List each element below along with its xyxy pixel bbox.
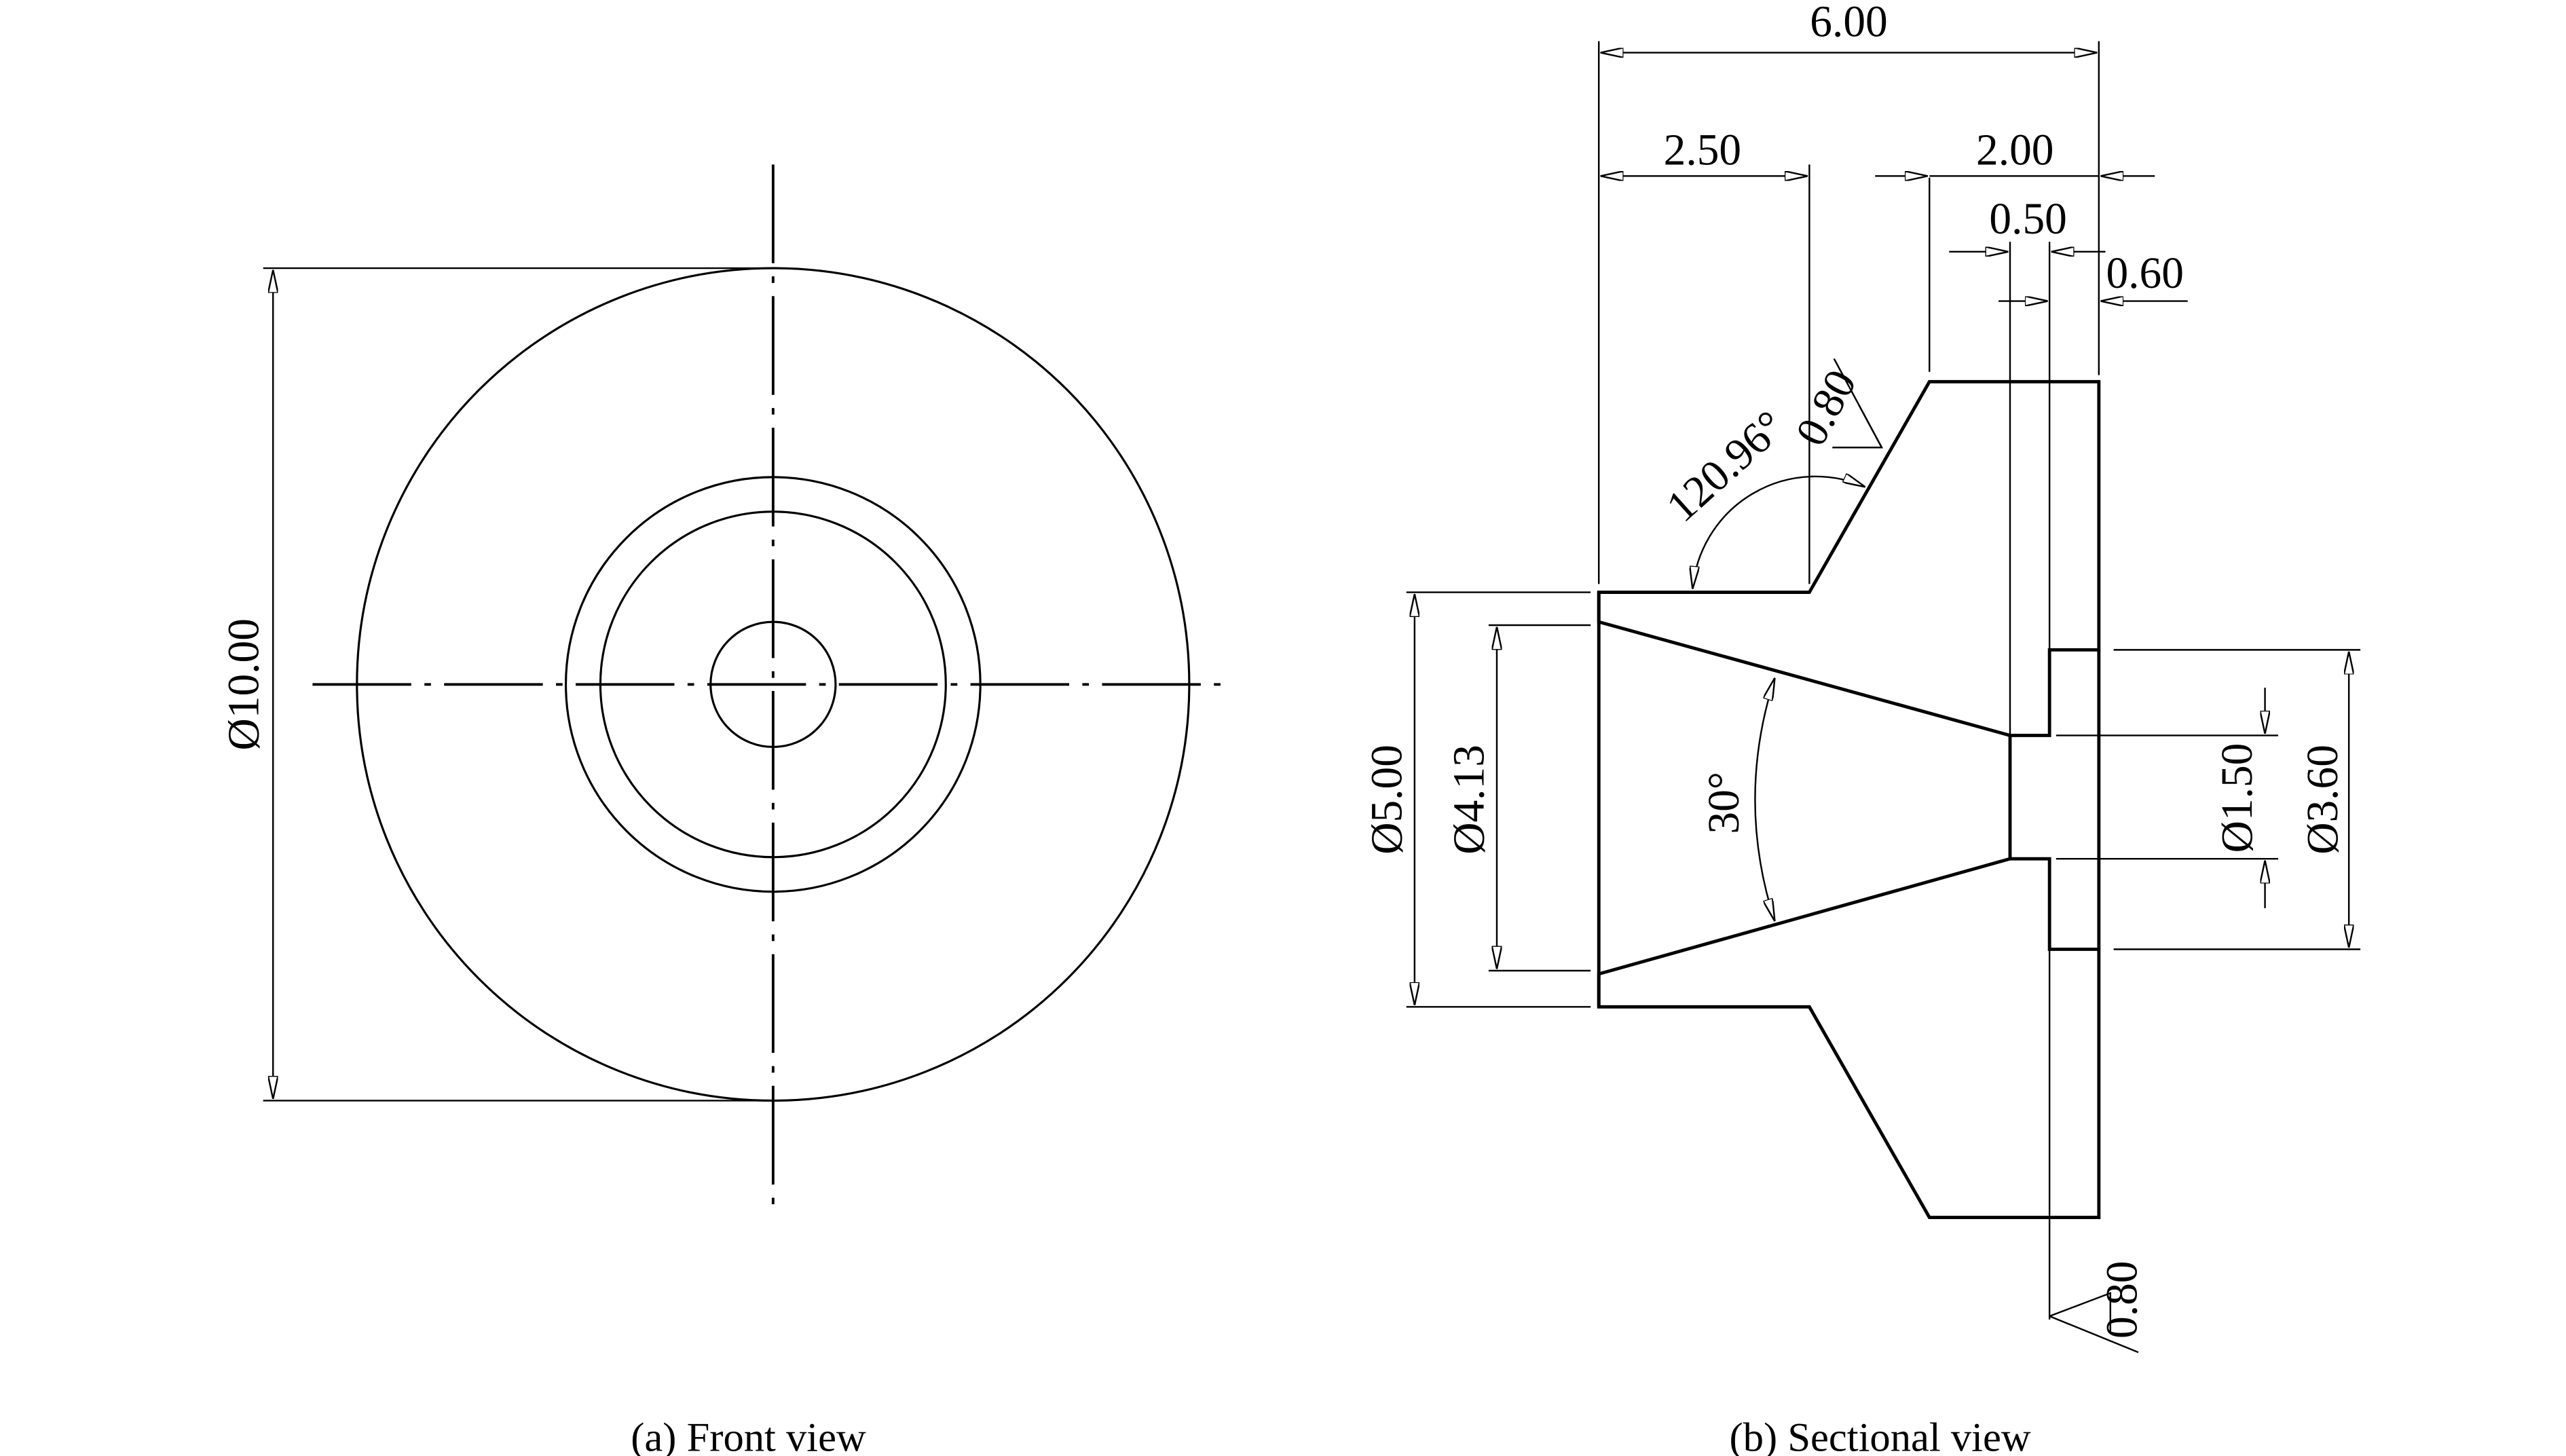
- dim-head-length: 2.00: [1976, 126, 2053, 174]
- roughness-top: 0.80: [1787, 362, 1866, 453]
- caption-front-view: (a) Front view: [631, 1415, 866, 1456]
- dim-bore-length: 0.50: [1989, 195, 2066, 244]
- caption-sectional-view: (b) Sectional view: [1730, 1415, 2031, 1456]
- dim-diameter-413: Ø4.13: [1445, 745, 1494, 855]
- dim-outer-diameter: Ø10.00: [219, 618, 268, 750]
- sectional-view: 6.00 2.50 2.00 0.50 0.60 Ø5.00 Ø4.13 30°…: [1362, 0, 2361, 1456]
- cone-angle-arc: [1754, 678, 1774, 922]
- dim-total-length: 6.00: [1810, 0, 1887, 46]
- roughness-bottom: 0.80: [2098, 1261, 2147, 1339]
- dim-flange-length: 2.50: [1664, 126, 1741, 174]
- dim-recess-depth: 0.60: [2106, 249, 2183, 298]
- chamfer-angle-arc: [1692, 477, 1865, 589]
- dim-chamfer-angle: 120.96°: [1658, 402, 1794, 531]
- dim-recess-diameter: Ø3.60: [2299, 745, 2347, 855]
- hatched-section-lower: [1597, 857, 2101, 1219]
- dim-cone-angle: 30°: [1700, 772, 1749, 834]
- front-view: Ø10.00 (a) Front view: [219, 164, 1234, 1456]
- roughness-symbol-icon: 0.80: [2049, 1261, 2147, 1354]
- roughness-symbol-icon: 0.80: [1787, 358, 1884, 453]
- dim-bore-diameter: Ø1.50: [2213, 743, 2262, 853]
- dim-diameter-5: Ø5.00: [1362, 745, 1411, 855]
- hatched-section-upper: [1597, 379, 2101, 737]
